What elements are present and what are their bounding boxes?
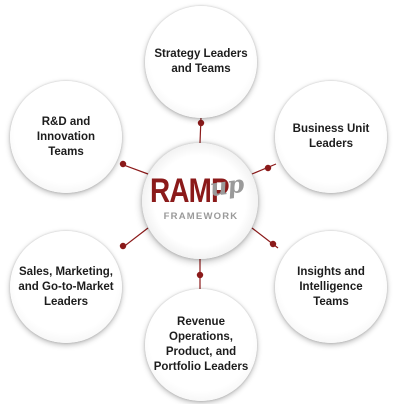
node-label: Strategy Leaders and Teams	[154, 48, 248, 75]
node-insights-teams: Insights and Intelligence Teams	[275, 231, 387, 343]
logo-script-text: up	[208, 168, 247, 203]
node-rnd-innovation: R&D and Innovation Teams	[10, 81, 122, 193]
node-label: R&D and Innovation Teams	[36, 115, 96, 158]
connector-sales	[121, 227, 149, 249]
node-sales-marketing: Sales, Marketing, and Go-to-Market Leade…	[10, 231, 122, 343]
hub-circle: RAMP up FRAMEWORK	[142, 143, 258, 259]
connector-dot-business	[264, 164, 272, 172]
node-business-unit-leaders: Business Unit Leaders	[275, 81, 387, 193]
connector-dot-rnd	[119, 160, 127, 168]
ramp-up-logo: RAMP up FRAMEWORK	[142, 143, 258, 259]
connector-business	[251, 163, 277, 175]
connector-dot-sales	[119, 242, 127, 250]
connector-dot-insights	[269, 240, 277, 248]
node-label: Revenue Operations, Product, and Portfol…	[153, 316, 249, 373]
node-revenue-operations: Revenue Operations, Product, and Portfol…	[145, 289, 257, 401]
node-label: Sales, Marketing, and Go-to-Market Leade…	[18, 265, 114, 308]
node-strategy-leaders: Strategy Leaders and Teams	[145, 6, 257, 118]
connector-dot-strategy	[197, 119, 205, 127]
logo-subtitle: FRAMEWORK	[163, 211, 239, 222]
logo-main-text: RAMP	[150, 172, 230, 210]
connector-dot-revenue	[196, 271, 204, 279]
node-label: Insights and Intelligence Teams	[297, 265, 365, 308]
node-label: Business Unit Leaders	[292, 123, 370, 150]
